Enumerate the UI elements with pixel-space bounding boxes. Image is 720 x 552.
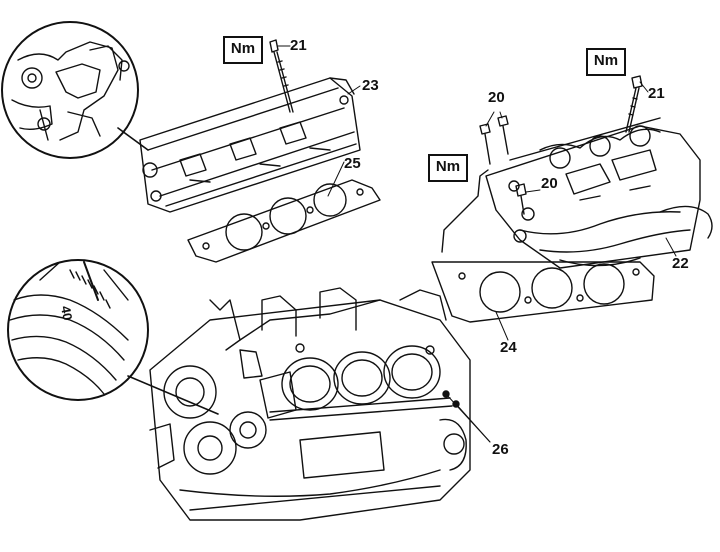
torque-symbol-left: Nm xyxy=(223,36,263,64)
head-bolt-left xyxy=(269,39,294,113)
small-bolts-right xyxy=(479,115,527,215)
callout-bolt-left: 21 xyxy=(290,37,307,54)
head-bolt-right xyxy=(625,75,643,133)
cylinder-head-right xyxy=(441,117,713,269)
cylinder-head-left xyxy=(139,77,361,213)
torque-symbol-middle: Nm xyxy=(428,154,468,182)
callout-bolt-right-mid: 20 xyxy=(541,175,558,192)
timing-scale-mark: 40 xyxy=(58,305,75,322)
timing-mark-detail-circle xyxy=(7,259,219,415)
callout-head-right: 22 xyxy=(672,255,689,272)
callout-bolt-right: 21 xyxy=(648,85,665,102)
leader-lines xyxy=(277,45,677,443)
torque-symbol-right: Nm xyxy=(586,48,626,76)
callout-dowel-pins: 26 xyxy=(492,441,509,458)
callout-head-left: 23 xyxy=(362,77,379,94)
bracket-detail-circle xyxy=(1,21,149,159)
head-gasket-right xyxy=(431,261,655,323)
head-gasket-left xyxy=(187,179,381,263)
callout-gasket-left: 25 xyxy=(344,155,361,172)
callout-gasket-right: 24 xyxy=(500,339,517,356)
callout-bolts-right-upper: 20 xyxy=(488,89,505,106)
engine-block xyxy=(149,287,471,521)
